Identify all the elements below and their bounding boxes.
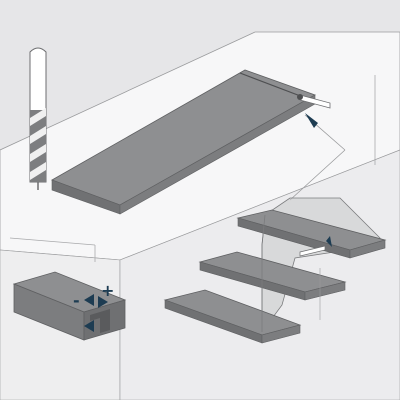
- block-notch: [90, 309, 110, 333]
- platform-edge-line: [9, 237, 96, 246]
- router-bit-tip: [297, 94, 303, 100]
- stair-router-bit: [299, 245, 326, 257]
- workpiece-slab: [51, 69, 331, 215]
- staircase: [163, 197, 387, 344]
- drill-bit: [29, 47, 47, 190]
- detail-pointer: [289, 113, 346, 201]
- plus-sign: +: [101, 281, 114, 300]
- adjust-arrow-down: [84, 320, 94, 332]
- adjustment-block: - +: [12, 271, 127, 341]
- slab-groove: [239, 72, 304, 98]
- adjust-arrow-up: [84, 294, 94, 306]
- pointer-arrow: [305, 113, 318, 128]
- stair-pointer-arrow: [326, 236, 332, 247]
- drill-flute: [30, 108, 46, 180]
- minus-sign: -: [73, 291, 80, 310]
- adjust-arrow-right: [98, 296, 108, 308]
